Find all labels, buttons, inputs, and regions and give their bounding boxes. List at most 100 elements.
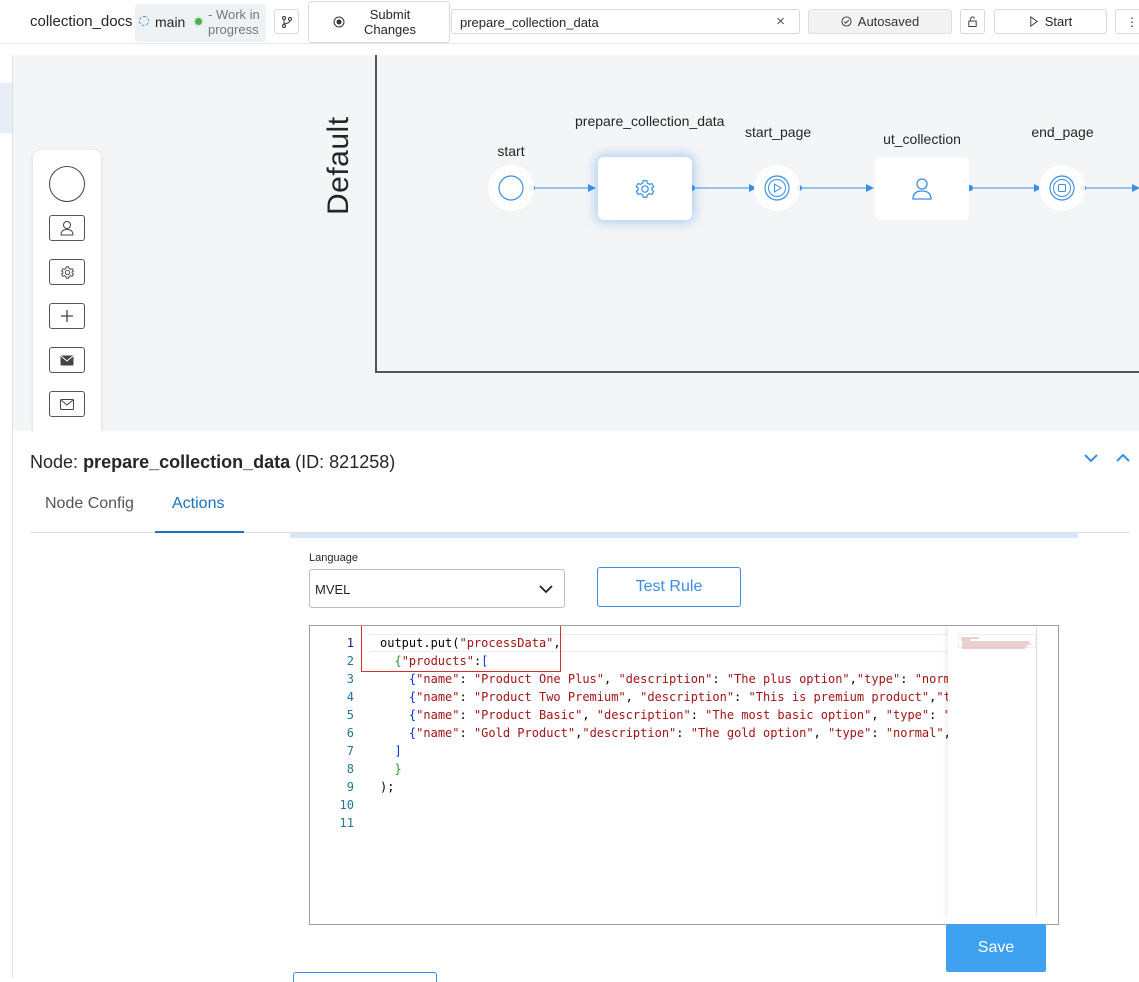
palette-user-task[interactable] [49,215,85,241]
line-number: 4 [346,690,354,704]
node-label-startpage: start_page [745,124,812,140]
end-page-event-node[interactable] [1044,170,1080,206]
service-task-node[interactable] [598,157,692,220]
stop-circle-icon [1049,175,1075,201]
sequence-flows [529,184,1139,192]
node-search-input[interactable]: prepare_collection_data × [451,9,800,34]
code-line: } [394,762,402,776]
code-content[interactable]: output.put("processData", {"products":[ … [380,634,948,832]
active-tab-indicator [155,531,244,533]
branch-status: - Work in progress [208,7,260,37]
message-outline-icon [60,398,74,410]
element-palette [33,150,101,431]
start-button[interactable]: Start [994,9,1107,34]
node-label-endpage: end_page [1031,124,1094,140]
chevron-down-icon [539,585,553,594]
minimap-viewport [958,634,1036,649]
gear-icon [60,265,74,279]
node-prefix: Node: [30,452,79,472]
clear-search-icon[interactable]: × [776,13,785,30]
line-number: 9 [346,780,354,794]
more-vertical-icon: ⋮ [1126,14,1138,29]
autosave-label: Autosaved [857,14,920,29]
annotation-box [361,626,561,672]
palette-message-send[interactable] [49,347,85,373]
app-title: collection_docs [30,13,133,30]
palette-service-task[interactable] [49,259,85,285]
code-line: {"name": "Product One Plus", "descriptio… [408,672,948,686]
record-icon [333,16,345,28]
code-line [380,796,948,814]
code-line: {"name": "Gold Product","description": "… [408,726,948,740]
node-id: (ID: 821258) [295,452,396,472]
save-button[interactable]: Save [946,924,1046,972]
tab-node-config[interactable]: Node Config [45,495,134,512]
unlock-icon [968,16,977,27]
start-event-icon [498,175,524,201]
circle-icon[interactable] [49,166,85,202]
node-label-prepare: prepare_collection_data [575,113,725,129]
user-task-node[interactable] [875,157,969,220]
submit-changes-button[interactable]: Submit Changes [308,1,450,43]
play-icon [1030,16,1038,27]
line-number: 3 [346,672,354,686]
node-detail-panel: Node: prepare_collection_data (ID: 82125… [0,431,1139,982]
line-number: 7 [346,744,354,758]
tab-actions[interactable]: Actions [172,495,225,512]
git-branch-icon [281,15,292,28]
play-circle-icon [764,175,790,201]
branch-name: main [155,14,186,30]
language-label: Language [309,552,358,564]
swimlane[interactable] [375,55,1139,373]
minimap-preview [961,637,1031,649]
current-line-highlight [370,634,950,652]
action-selected-strip [290,533,1078,538]
code-line: {"name": "Product Two Premium", "descrip… [408,690,948,704]
left-rail-marker [0,83,12,133]
plus-icon [61,310,73,322]
line-number: 10 [339,798,354,812]
node-title: Node: prepare_collection_data (ID: 82125… [30,452,395,473]
left-rail-panel [0,431,13,978]
start-page-event-node[interactable] [759,170,795,206]
language-select[interactable]: MVEL [309,569,565,608]
node-label-start: start [497,143,525,159]
line-numbers: 1 2 3 4 5 6 7 8 9 10 11 [310,634,355,832]
code-minimap[interactable] [948,626,1038,916]
gear-icon [635,179,655,198]
line-number: 11 [339,816,354,830]
branch-icon-button[interactable] [274,9,299,34]
branch-selector[interactable]: main - Work in progress [135,4,266,42]
branch-sync-icon [139,16,149,26]
panel-tabs: Node Config Actions [30,491,1130,533]
node-label-ut: ut_collection [883,131,961,147]
expand-panel-icon[interactable] [1115,450,1131,466]
submit-changes-label: Submit Changes [363,7,417,37]
code-line: ] [394,744,402,758]
line-number: 2 [346,654,354,668]
start-label: Start [1044,14,1073,29]
editor-scrollbar[interactable] [1036,626,1037,916]
palette-gateway[interactable] [49,303,85,329]
line-number: 1 [346,636,354,650]
palette-message-receive[interactable] [49,391,85,417]
search-value: prepare_collection_data [460,15,599,30]
code-line [380,814,948,832]
start-event-node[interactable] [493,170,529,206]
secondary-button-partial[interactable] [293,972,437,982]
more-menu-button[interactable]: ⋮ [1115,9,1139,34]
lock-button[interactable] [960,9,985,34]
user-icon [912,177,932,200]
code-line: {"name": "Product Basic", "description":… [408,708,948,722]
language-value: MVEL [315,582,351,597]
code-editor[interactable]: 1 2 3 4 5 6 7 8 9 10 11 output.put("proc… [309,625,1059,925]
autosave-status: Autosaved [808,9,952,34]
test-rule-button[interactable]: Test Rule [597,567,741,607]
line-number: 6 [346,726,354,740]
process-canvas[interactable]: Default start prepare_collection_data st… [0,55,1139,431]
top-bar: collection_docs main - Work in progress … [0,0,1139,44]
user-task-icon [60,221,74,236]
line-number: 8 [346,762,354,776]
collapse-panel-icon[interactable] [1083,450,1099,466]
code-line: output.put("processData", [380,636,561,650]
